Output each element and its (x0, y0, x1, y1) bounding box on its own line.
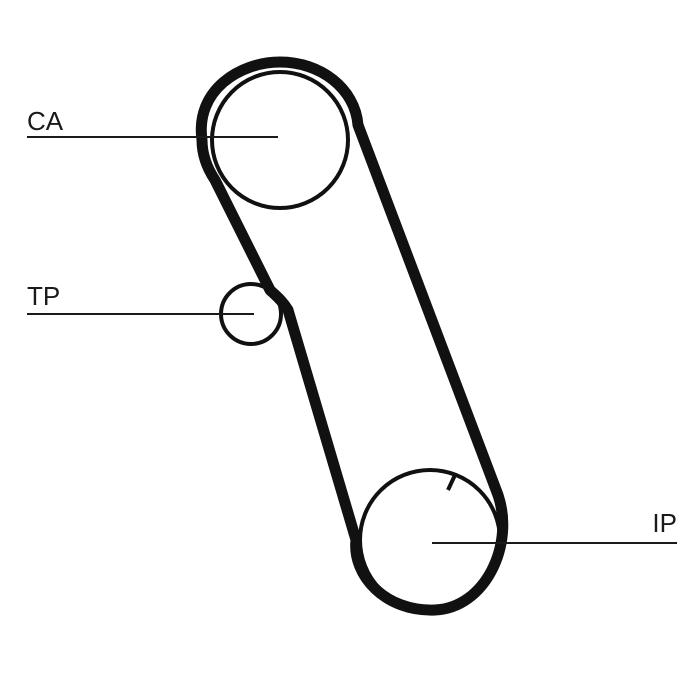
timing-belt (195, 56, 509, 616)
timing-mark (446, 474, 457, 491)
injection-pump-pulley (358, 468, 502, 612)
camshaft-label: CA (27, 106, 64, 136)
tensioner-label: TP (27, 281, 60, 311)
injection-pump-label: IP (652, 508, 677, 538)
camshaft-pulley (210, 70, 350, 210)
